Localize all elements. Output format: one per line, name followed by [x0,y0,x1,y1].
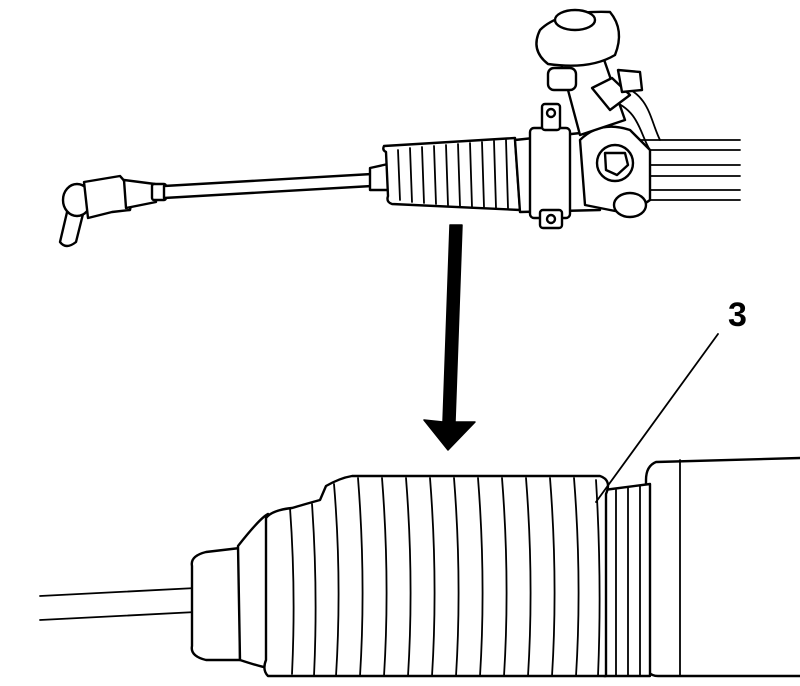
tie-rod-shaft [162,172,374,200]
direction-arrow [423,224,476,451]
steering-rack-assembly [58,8,741,451]
boot-clamp-collar [602,482,652,678]
rack-boot-bellows [263,474,610,678]
callout-leader-3 [595,333,719,503]
rack-housing [513,102,652,230]
rack-boot-small [368,136,522,212]
rack-housing-detail [644,456,800,678]
tie-rod-end [58,174,168,248]
inner-tie-rod-detail [39,587,197,621]
power-steering-valve [535,8,644,137]
callout-label-3: 3 [728,296,747,334]
boot-small-end [190,546,242,662]
boot-detail-enlarged [39,333,800,678]
